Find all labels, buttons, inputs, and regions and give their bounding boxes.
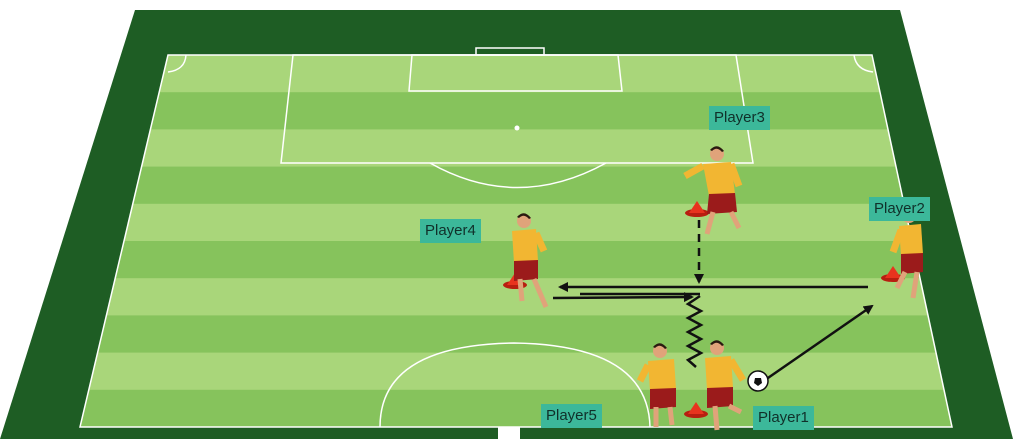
grass-stripe (80, 241, 952, 279)
penalty-spot (514, 125, 520, 131)
player3-label: Player3 (709, 106, 770, 130)
pass-arrow (764, 304, 874, 382)
grass-stripe (80, 352, 952, 391)
player-figure-icon (889, 208, 923, 299)
grass-stripe (80, 203, 952, 242)
player5-label: Player5 (541, 404, 602, 428)
player4-label: Player4 (420, 219, 481, 243)
drill-arrows (552, 220, 874, 382)
player-figure-icon (705, 340, 747, 431)
corner-arc-left (167, 54, 187, 73)
field-lines (79, 47, 953, 428)
grass-stripe (80, 315, 952, 354)
halfway-mark (498, 427, 520, 439)
cone-icon (685, 201, 709, 217)
players (512, 146, 923, 431)
grass-stripe (80, 55, 952, 93)
pass-arrow (552, 292, 694, 303)
player-figure-icon (636, 343, 676, 427)
player1-label: Player1 (753, 406, 814, 430)
grass-stripe (80, 389, 952, 427)
center-circle (379, 342, 651, 428)
goal (475, 47, 545, 56)
goal-box (408, 54, 623, 92)
player-figure-icon (683, 146, 743, 235)
grass-stripe (80, 166, 952, 205)
grass-stripe (80, 129, 952, 168)
player-figure-icon (512, 213, 549, 308)
grass-stripe (80, 92, 952, 130)
corner-arc-right (853, 54, 874, 73)
penalty-arc (429, 162, 607, 189)
dribble-zigzag (685, 294, 704, 368)
ball-icon (747, 370, 769, 392)
cone-icon (684, 402, 708, 418)
player2-label: Player2 (869, 197, 930, 221)
grass-stripes (80, 55, 952, 427)
